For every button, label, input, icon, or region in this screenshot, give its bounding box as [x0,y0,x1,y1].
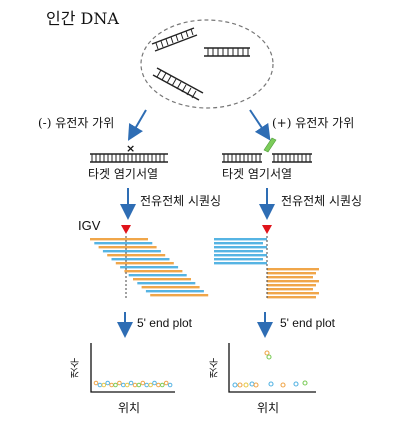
read-bar [111,258,170,261]
dna-fragment-2 [204,47,250,57]
right-target-dna [222,153,312,163]
plot-point [266,354,272,360]
plot-point [113,382,118,388]
plot-point [109,382,114,388]
read-bar [124,270,183,273]
left-plot-label: 5' end plot [137,316,193,330]
read-bar [267,268,319,271]
read-bar [214,238,267,241]
read-bar [98,246,157,249]
left-x-label: 위치 [118,401,141,415]
plot-point [253,382,259,388]
plot-point [302,380,308,386]
right-sequencing-label: 전유전체 시퀀싱 [281,194,363,208]
read-bar [128,274,187,277]
left-scissors-label: (-) 유전자 가위 [38,116,115,130]
right-target-marker [262,225,272,234]
read-bar [115,262,174,265]
plot-point [93,380,99,386]
plot-point [249,381,255,387]
plot-point [136,382,142,388]
arrow-left-top [127,109,147,141]
plot-point [163,380,169,386]
read-bar [120,266,179,269]
right-x-label: 위치 [257,401,280,415]
read-bar [267,272,316,275]
igv-label: IGV [78,218,101,233]
read-bar [137,282,196,285]
plot-point [268,381,274,387]
read-bar [214,250,263,253]
left-plot-points [93,380,173,388]
dna-fragment-3 [152,67,204,101]
arrow-right-top [249,109,271,141]
no-cut-mark: × [126,142,135,155]
genome-oval [140,19,274,109]
dna-fragment-1 [151,27,198,52]
read-bar [90,238,148,241]
read-bar [214,242,263,245]
plot-point [124,382,130,388]
left-target-label: 타겟 염기서열 [88,167,159,181]
read-bar [267,284,316,287]
read-bar [141,286,200,289]
read-bar [94,242,153,245]
plot-point [293,381,299,387]
read-bar [214,254,267,257]
plot-point [105,380,110,386]
plot-point [264,350,270,356]
right-plot-label: 5' end plot [280,316,336,330]
plot-point [121,382,126,388]
left-target-dna [90,153,168,163]
left-sequencing-label: 전유전체 시퀀싱 [140,194,222,208]
plot-point [232,382,238,388]
read-bar [267,292,319,295]
read-bar [214,246,267,249]
read-bar [214,262,267,265]
read-bar [214,258,263,261]
plot-point [97,382,103,388]
plot-point [132,382,138,388]
plot-point [152,380,157,386]
plot-point [160,382,165,388]
read-bar [133,278,191,281]
left-igv-reads [90,238,209,297]
title-label: 인간 DNA [46,9,119,28]
plot-point [156,382,161,388]
read-bar [107,254,166,257]
right-plot-points [232,350,308,388]
plot-point [144,382,149,388]
plot-point [140,380,146,386]
right-igv-reads [214,238,319,299]
cut-scissors-mark [263,137,277,153]
plot-point [101,382,107,388]
read-bar [102,250,161,253]
plot-point [128,380,134,386]
plot-point [148,382,153,388]
read-bar [267,288,313,291]
plot-point [237,382,243,388]
read-bar [267,280,319,283]
right-plot-axes [228,343,316,393]
right-scissors-label: (+) 유전자 가위 [272,116,355,130]
left-plot-axes [90,343,175,393]
plot-point [167,382,173,388]
read-bar [267,296,316,299]
read-bar [267,276,313,279]
read-bar [145,290,204,293]
read-bar [150,294,209,297]
left-y-label: 갯수 [71,358,82,378]
plot-point [280,382,286,388]
right-target-label: 타겟 염기서열 [222,167,293,181]
left-target-marker [121,225,131,234]
plot-point [117,380,122,386]
plot-point [243,382,249,388]
right-y-label: 갯수 [210,358,221,378]
